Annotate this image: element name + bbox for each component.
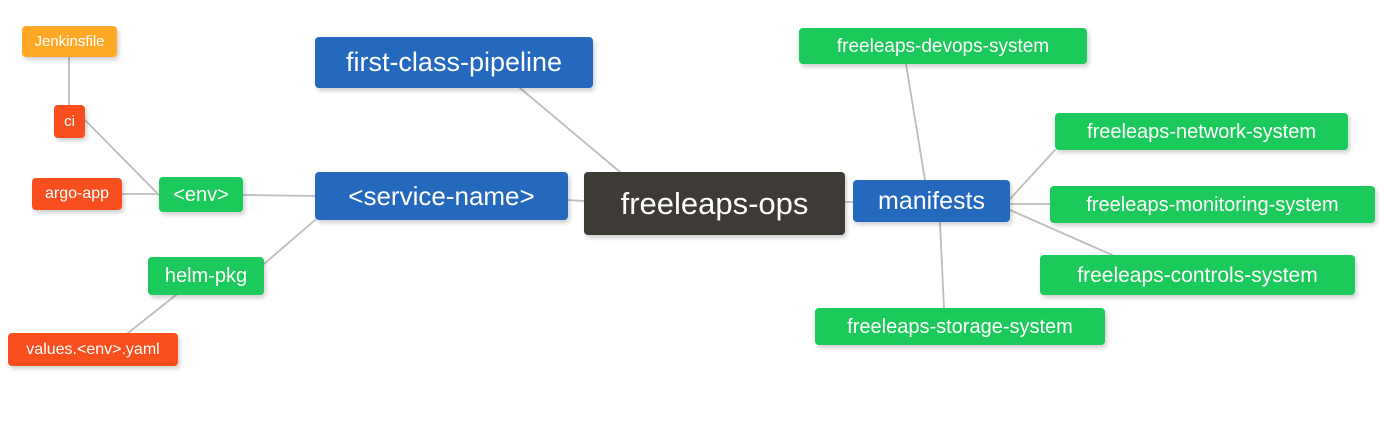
- edge-manifests-to-devops-system: [905, 63, 926, 181]
- node-values-yaml[interactable]: values.<env>.yaml: [8, 333, 178, 366]
- node-argo-app[interactable]: argo-app: [32, 178, 122, 210]
- node-helm-pkg[interactable]: helm-pkg: [148, 257, 264, 295]
- edge-env-to-service-name: [242, 194, 316, 197]
- node-manifests[interactable]: manifests: [853, 180, 1010, 222]
- node-first-class-pipeline[interactable]: first-class-pipeline: [315, 37, 593, 88]
- edge-manifests-to-storage-system: [939, 221, 945, 309]
- edge-first-class-pipeline-to-freeleaps-ops: [519, 87, 621, 173]
- node-network-system[interactable]: freeleaps-network-system: [1055, 113, 1348, 150]
- node-controls-system[interactable]: freeleaps-controls-system: [1040, 255, 1355, 295]
- edge-helm-pkg-to-values-yaml: [127, 294, 177, 334]
- edge-manifests-to-network-system: [1009, 149, 1056, 200]
- edge-service-name-to-freeleaps-ops: [567, 199, 585, 202]
- node-devops-system[interactable]: freeleaps-devops-system: [799, 28, 1087, 64]
- node-jenkinsfile[interactable]: Jenkinsfile: [22, 26, 117, 57]
- node-storage-system[interactable]: freeleaps-storage-system: [815, 308, 1105, 345]
- node-service-name[interactable]: <service-name>: [315, 172, 568, 220]
- node-freeleaps-ops[interactable]: freeleaps-ops: [584, 172, 845, 235]
- node-ci[interactable]: ci: [54, 105, 85, 138]
- edge-service-name-to-helm-pkg: [263, 219, 316, 265]
- node-env[interactable]: <env>: [159, 177, 243, 212]
- node-monitoring-system[interactable]: freeleaps-monitoring-system: [1050, 186, 1375, 223]
